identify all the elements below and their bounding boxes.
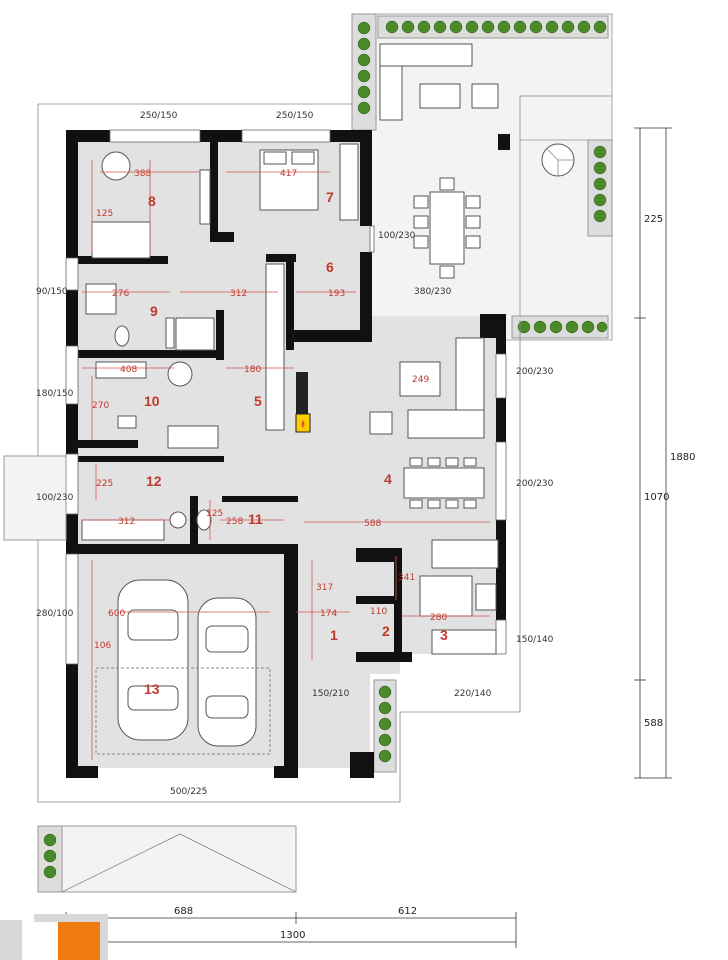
dim-label: 225 — [96, 479, 113, 489]
dim-label: 276 — [112, 289, 129, 299]
room-number: 2 — [382, 623, 390, 639]
dining-table-indoor — [403, 457, 485, 509]
dim-label: 317 — [316, 583, 333, 593]
brand-logo — [0, 914, 108, 960]
window-tag: 180/150 — [36, 389, 74, 399]
windows — [65, 129, 507, 665]
window-tag: 150/140 — [516, 635, 554, 645]
room-number: 8 — [148, 193, 156, 209]
room-number: 5 — [254, 393, 262, 409]
wardrobe-hall — [165, 263, 285, 449]
dim-label: 417 — [280, 169, 297, 179]
dim-label: 125 — [96, 209, 113, 219]
dim-label: 180 — [244, 365, 261, 375]
driveway — [61, 825, 297, 893]
dim-label: 280 — [430, 613, 447, 623]
dim-bottom-right: 612 — [398, 906, 417, 917]
planter-top — [377, 15, 609, 39]
dim-total-height: 1880 — [670, 452, 695, 463]
window-tag: 380/230 — [414, 287, 452, 297]
dim-lower: 588 — [644, 718, 663, 729]
car-left — [117, 579, 189, 741]
window-tag: 100/230 — [378, 231, 416, 241]
room-number: 1 — [330, 627, 338, 643]
window-tag: 200/230 — [516, 479, 554, 489]
planter-mid-right — [511, 315, 609, 339]
room-number: 3 — [440, 627, 448, 643]
kitchen — [419, 539, 499, 655]
walls — [66, 130, 506, 778]
overall-dimensions: 1880 225 1070 588 688 612 1300 — [65, 127, 695, 948]
window-tag: 280/100 — [36, 609, 74, 619]
dim-label: 174 — [320, 609, 337, 619]
dim-upper: 225 — [644, 214, 663, 225]
window-tag: 250/150 — [276, 111, 314, 121]
window-tag: 100/230 — [36, 493, 74, 503]
window-tag: 500/225 — [170, 787, 207, 797]
planter-right — [587, 139, 613, 237]
dim-middle: 1070 — [644, 492, 669, 503]
living-sofa — [369, 337, 485, 439]
room-number: 13 — [144, 681, 160, 697]
dim-label: 588 — [364, 519, 381, 529]
room-number: 7 — [326, 189, 334, 205]
window-tag: 200/230 — [516, 367, 554, 377]
dim-label: 258 — [226, 517, 243, 527]
dim-label: 106 — [94, 641, 111, 651]
window-tags: 250/150 250/150 90/150 180/150 100/230 1… — [36, 111, 554, 797]
bed-room-8 — [91, 151, 151, 259]
dim-label: 270 — [92, 401, 109, 411]
room-number: 10 — [144, 393, 160, 409]
planter-entrance — [373, 679, 397, 773]
dim-label: 388 — [134, 169, 151, 179]
dim-bottom-left: 688 — [174, 906, 193, 917]
planter-bottom-left — [37, 825, 63, 893]
dim-label: 193 — [328, 289, 345, 299]
window-tag: 90/150 — [36, 287, 68, 297]
spiral-stair — [541, 143, 575, 177]
interior-dimension-labels: 388 417 312 276 193 408 180 312 258 125 … — [92, 169, 447, 651]
car-right — [197, 597, 257, 747]
dim-label: 125 — [206, 509, 223, 519]
bed-room-7 — [259, 149, 319, 211]
interior-dimension-lines — [82, 160, 490, 760]
outdoor-sofa — [379, 43, 499, 121]
dim-label: 408 — [120, 365, 137, 375]
bathroom-fixtures — [81, 283, 215, 541]
room-number: 6 — [326, 259, 334, 275]
dim-label: 312 — [230, 289, 247, 299]
dim-label: 249 — [412, 375, 429, 385]
room-number: 4 — [384, 471, 392, 487]
window-tag: 220/140 — [454, 689, 492, 699]
window-tag: 150/210 — [312, 689, 350, 699]
window-tag: 250/150 — [140, 111, 178, 121]
dim-label: 110 — [370, 607, 387, 617]
dim-total-width: 1300 — [280, 930, 305, 941]
wardrobe — [339, 143, 359, 221]
planter-left-top — [351, 13, 377, 131]
dim-label: 600 — [108, 609, 125, 619]
room-number: 12 — [146, 473, 162, 489]
room-number: 11 — [248, 511, 263, 527]
dining-table-outdoor — [413, 177, 481, 279]
dim-label: 341 — [398, 573, 415, 583]
side-entrance — [3, 455, 67, 541]
dim-label: 312 — [118, 517, 135, 527]
room-number: 9 — [150, 303, 158, 319]
